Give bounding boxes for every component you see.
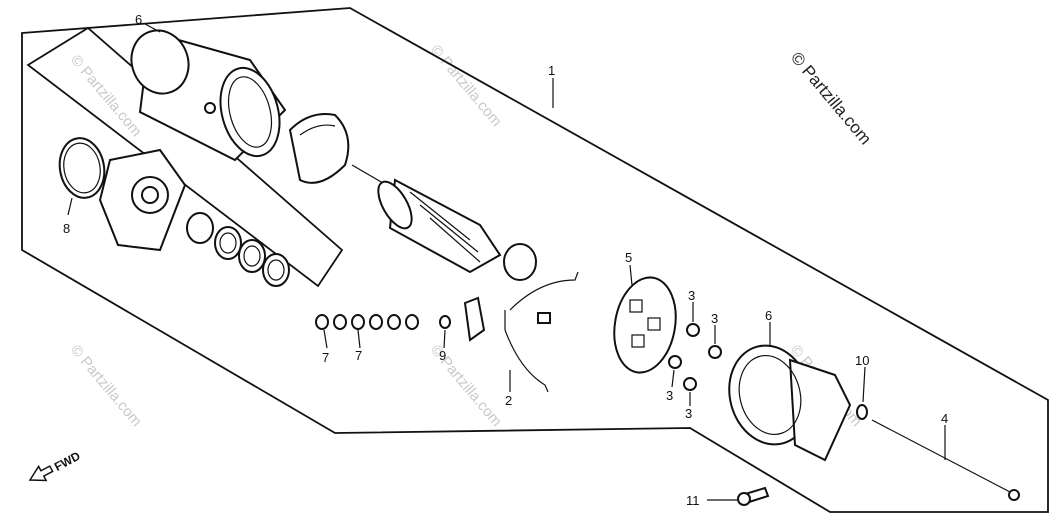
brush-plate [613,276,677,374]
o-ring-inner [63,142,101,194]
callout-3: 3 [711,311,718,326]
callout-9: 9 [439,348,446,363]
watermark-main: © Partzilla.com [787,48,875,148]
callout-labels: 1 2 3 3 3 3 4 5 6 6 7 7 8 9 10 11 [63,12,948,508]
callout-5: 5 [625,250,632,265]
callout-3: 3 [685,406,692,421]
callout-11: 11 [686,493,700,508]
watermark-text: © Partzilla.com [67,342,145,430]
flange-bolt [737,486,770,506]
brush-clip [463,296,486,342]
callout-4: 4 [941,411,948,426]
callout-6: 6 [135,12,142,27]
brush-holder-ring [288,113,350,184]
armature [351,164,537,281]
washer [856,404,868,420]
callout-6: 6 [765,308,772,323]
rear-cover [728,344,852,462]
front-cover [98,148,187,252]
callout-3: 3 [688,288,695,303]
callout-3: 3 [666,388,673,403]
callout-10: 10 [855,353,869,368]
leader-lines [67,23,946,501]
o-ring [58,137,106,199]
fwd-label: FWD [52,449,83,474]
brush-bracket [504,271,579,393]
sub-assembly-frame [26,26,344,288]
nut-set [668,323,722,391]
watermark-text: © Partzilla.com [427,42,505,130]
assembly-frame [21,7,1049,513]
motor-yoke [130,29,287,162]
washer-row [315,314,451,330]
through-bolt [871,419,1020,501]
fwd-arrow-icon [28,464,54,482]
callout-8: 8 [63,221,70,236]
callout-7: 7 [355,348,362,363]
callout-2: 2 [505,393,512,408]
callout-1: 1 [548,63,555,78]
fwd-indicator: FWD [28,449,83,482]
shim-set [186,212,290,287]
callout-7: 7 [322,350,329,365]
